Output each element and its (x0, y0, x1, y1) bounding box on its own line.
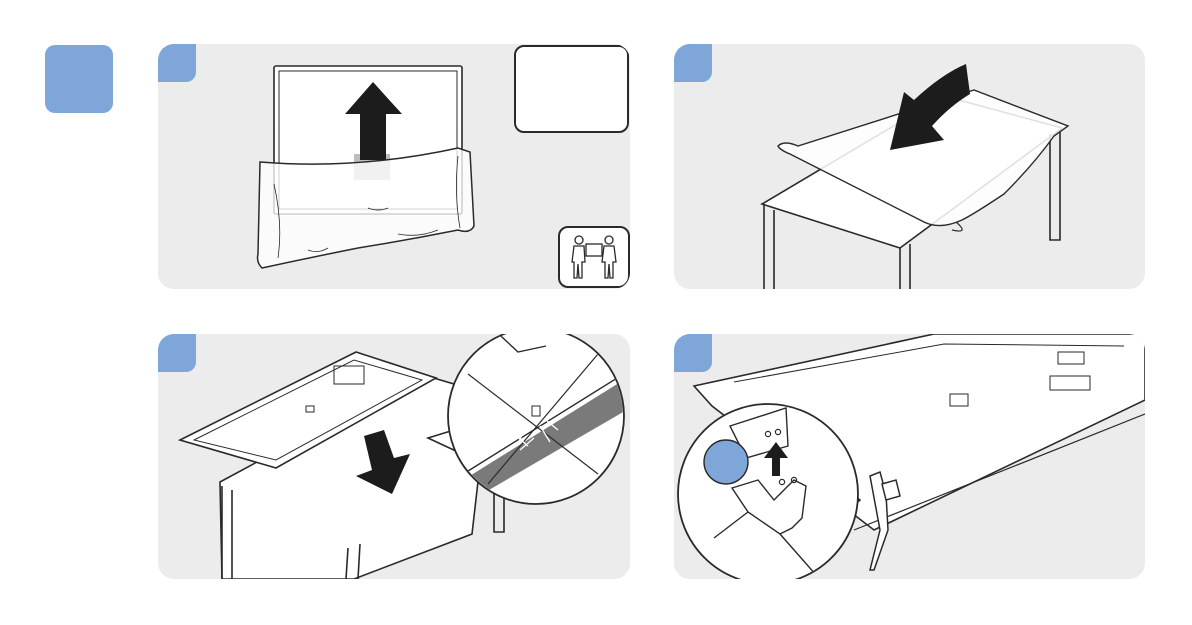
people-carry-glyph (560, 228, 628, 286)
step-badge-3 (158, 334, 196, 372)
panel-place-tv-face-down (158, 334, 630, 579)
panel-lift-tv-from-bag (158, 44, 630, 289)
attach-stand-illustration (674, 334, 1145, 579)
step-badge-1 (158, 44, 196, 82)
two-person-carry-icon (558, 226, 630, 288)
sheet-on-table-illustration (674, 44, 1145, 289)
tv-face-down-illustration (158, 334, 630, 579)
step-badge-4 (674, 334, 712, 372)
step-number-marker (45, 45, 113, 113)
panel-attach-stand (674, 334, 1145, 579)
step-badge-2 (674, 44, 712, 82)
panel-lay-sheet-on-table (674, 44, 1145, 289)
blank-info-box (514, 45, 629, 133)
